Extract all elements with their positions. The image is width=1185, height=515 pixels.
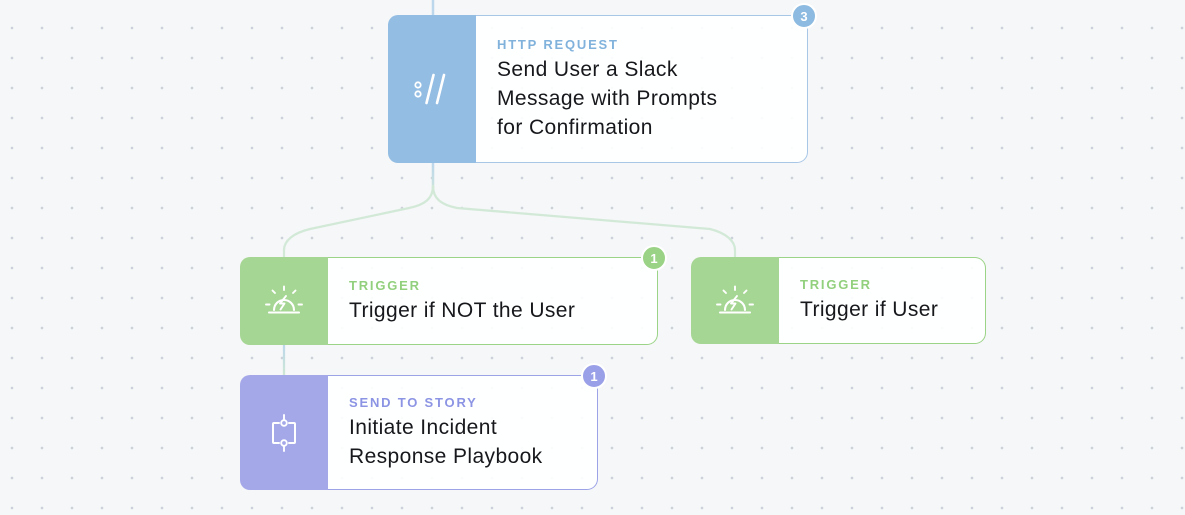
node-type-label: HTTP REQUEST	[497, 36, 619, 52]
node-type-label: SEND TO STORY	[349, 394, 478, 410]
event-count-badge[interactable]: 3	[791, 3, 817, 29]
http-request-icon	[388, 15, 476, 163]
event-count-badge[interactable]: 1	[641, 245, 667, 271]
connector-http-to-trigger-left	[282, 184, 435, 259]
connector-http-to-trigger-right	[431, 184, 737, 259]
trigger-icon	[240, 257, 328, 345]
node-title: Send User a Slack Message with Prompts f…	[497, 57, 718, 139]
node-title: Initiate Incident Response Playbook	[349, 415, 543, 468]
node-type-label: TRIGGER	[800, 277, 872, 292]
node-type-label: TRIGGER	[349, 277, 421, 293]
node-http-request[interactable]: HTTP REQUEST Send User a Slack Message w…	[388, 3, 817, 163]
node-trigger-not-user[interactable]: TRIGGER Trigger if NOT the User 1	[240, 245, 667, 345]
node-title: Trigger if User	[800, 298, 939, 321]
event-count-badge[interactable]: 1	[581, 363, 607, 389]
trigger-icon	[691, 257, 779, 344]
node-trigger-user[interactable]: TRIGGER Trigger if User	[691, 257, 986, 344]
node-send-to-story[interactable]: SEND TO STORY Initiate Incident Response…	[240, 363, 607, 490]
send-to-story-icon	[240, 375, 328, 490]
node-title: Trigger if NOT the User	[349, 298, 576, 322]
